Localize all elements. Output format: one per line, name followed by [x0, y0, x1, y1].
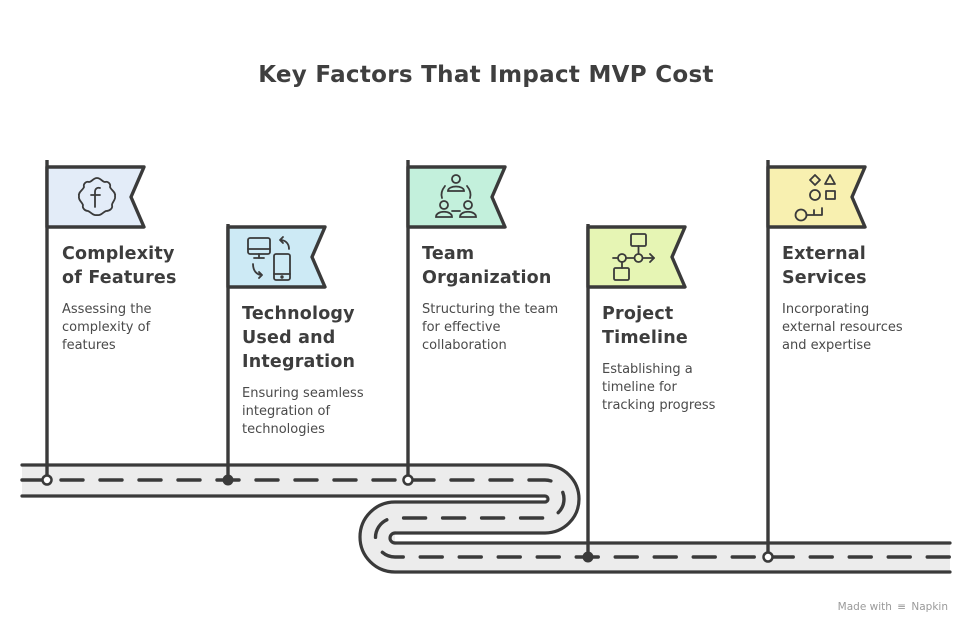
desc-line: technologies — [242, 422, 325, 437]
milestone-heading: Team Organization — [422, 242, 592, 290]
heading-line: of Features — [62, 268, 177, 288]
desc-line: Establishing a — [602, 362, 693, 377]
milestone-heading: Complexity of Features — [62, 242, 232, 290]
milestone-marker-hollow — [402, 474, 414, 486]
devices-sync-icon — [247, 236, 291, 281]
heading-line: Complexity — [62, 244, 175, 264]
desc-line: external resources — [782, 320, 903, 335]
desc-line: and expertise — [782, 338, 872, 353]
milestone-1-label: Complexity of Features Assessing the com… — [62, 242, 232, 355]
napkin-logo-icon: ≡ — [897, 601, 907, 613]
desc-line: collaboration — [422, 338, 507, 353]
heading-line: Team — [422, 244, 475, 264]
desc-line: Assessing the — [62, 302, 152, 317]
desc-line: complexity of — [62, 320, 151, 335]
workflow-timeline-icon — [612, 233, 655, 281]
milestone-marker-hollow — [41, 474, 53, 486]
desc-line: Incorporating — [782, 302, 870, 317]
desc-line: features — [62, 338, 116, 353]
heading-line: Organization — [422, 268, 552, 288]
milestone-marker-hollow — [762, 551, 774, 563]
milestone-heading: Project Timeline — [602, 302, 772, 350]
milestone-description: Assessing the complexity of features — [62, 301, 232, 355]
flag-5 — [766, 165, 867, 229]
heading-line: Integration — [242, 352, 356, 372]
team-network-icon — [435, 174, 477, 218]
milestone-3-label: Team Organization Structuring the team f… — [422, 242, 592, 355]
milestone-marker-filled — [582, 551, 594, 563]
desc-line: Ensuring seamless — [242, 386, 364, 401]
milestone-heading: External Services — [782, 242, 952, 290]
desc-line: integration of — [242, 404, 331, 419]
heading-line: External — [782, 244, 866, 264]
flag-3 — [406, 165, 507, 229]
flag-1 — [45, 165, 146, 229]
desc-line: tracking progress — [602, 398, 716, 413]
made-with-napkin-badge[interactable]: Made with ≡ Napkin — [838, 601, 948, 613]
made-with-text: Made with — [837, 601, 892, 613]
desc-line: Structuring the team — [422, 302, 559, 317]
milestone-description: Incorporating external resources and exp… — [782, 301, 952, 355]
milestone-description: Establishing a timeline for tracking pro… — [602, 361, 772, 415]
milestone-description: Ensuring seamless integration of technol… — [242, 385, 412, 439]
brand-name: Napkin — [911, 601, 948, 613]
milestone-5-label: External Services Incorporating external… — [782, 242, 952, 355]
desc-line: timeline for — [602, 380, 677, 395]
milestone-4-label: Project Timeline Establishing a timeline… — [602, 302, 772, 415]
milestone-marker-filled — [222, 474, 234, 486]
flag-4 — [586, 225, 687, 289]
diagram-title: Key Factors That Impact MVP Cost — [258, 62, 714, 88]
heading-line: Services — [782, 268, 867, 288]
desc-line: for effective — [422, 320, 501, 335]
heading-line: Project — [602, 304, 674, 324]
shapes-key-icon — [794, 174, 836, 222]
milestone-heading: Technology Used and Integration — [242, 302, 412, 374]
gear-badge-f-icon — [77, 177, 117, 217]
heading-line: Used and — [242, 328, 336, 348]
flag-2 — [226, 225, 327, 289]
heading-line: Timeline — [602, 328, 688, 348]
milestone-2-label: Technology Used and Integration Ensuring… — [242, 302, 412, 439]
winding-road — [20, 463, 952, 574]
milestone-description: Structuring the team for effective colla… — [422, 301, 592, 355]
heading-line: Technology — [242, 304, 355, 324]
